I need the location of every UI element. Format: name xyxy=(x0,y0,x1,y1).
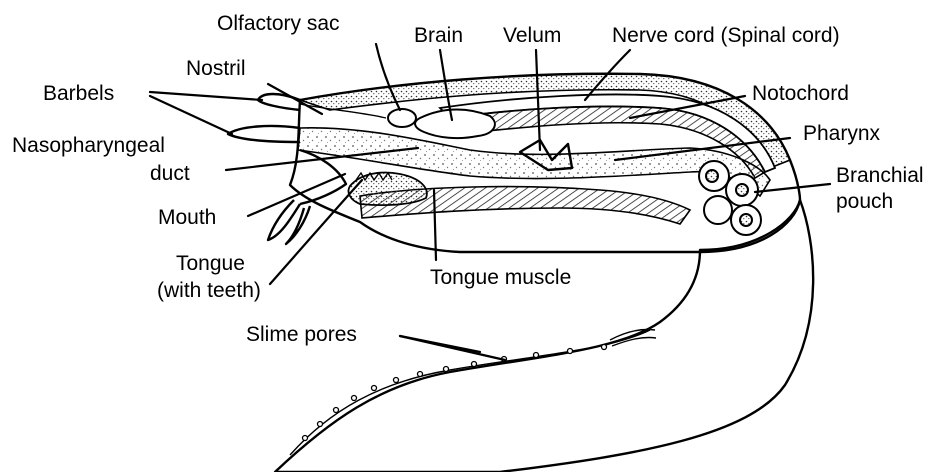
label-brain: Brain xyxy=(414,24,463,47)
label-branchial-2: pouch xyxy=(836,190,893,213)
label-notochord: Notochord xyxy=(752,82,849,105)
label-slime-pores: Slime pores xyxy=(246,323,357,346)
label-olfactory-sac: Olfactory sac xyxy=(217,12,340,35)
leader-slime-pores-2 xyxy=(400,336,505,360)
label-pharynx: Pharynx xyxy=(803,122,881,145)
brain-shape xyxy=(415,110,495,139)
label-branchial-1: Branchial xyxy=(836,164,924,187)
label-nasopharyngeal-1: Nasopharyngeal xyxy=(12,134,165,157)
label-tongue-1: Tongue xyxy=(176,252,245,275)
slime-pore-row xyxy=(290,330,650,455)
barbel-upper xyxy=(258,94,300,110)
olfactory-sac-shape xyxy=(388,109,416,127)
leader-barbels-2 xyxy=(150,96,232,134)
barbel-lower xyxy=(268,200,310,244)
label-barbels: Barbels xyxy=(43,82,114,105)
label-nostril: Nostril xyxy=(186,57,246,80)
tongue-shape xyxy=(348,173,426,206)
label-tongue-2: (with teeth) xyxy=(157,279,261,302)
label-nerve-cord: Nerve cord (Spinal cord) xyxy=(612,24,840,47)
barbel-middle xyxy=(228,126,300,142)
leader-tongue xyxy=(270,180,362,284)
slime-pores-marks xyxy=(303,345,607,441)
label-velum: Velum xyxy=(503,24,561,47)
lateral-slit xyxy=(610,329,656,346)
label-mouth: Mouth xyxy=(158,206,216,229)
label-nasopharyngeal-2: duct xyxy=(150,162,190,185)
label-tongue-muscle: Tongue muscle xyxy=(430,266,571,289)
leader-barbels-1 xyxy=(150,92,262,100)
